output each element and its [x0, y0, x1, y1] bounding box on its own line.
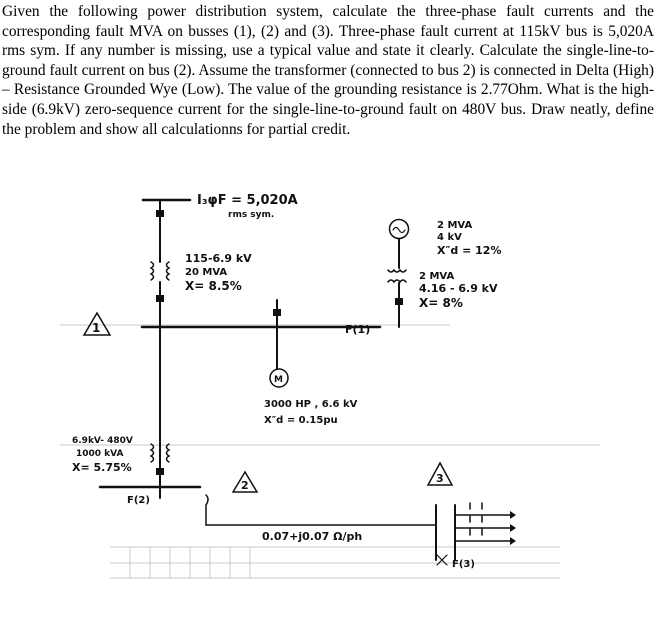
line-impedance-label: 0.07+j0.07 Ω/ph — [262, 530, 362, 543]
source-bus — [141, 198, 192, 263]
t1-rating-kv: 115-6.9 kV — [185, 252, 252, 265]
t2-rating-kv: 4.16 - 6.9 kV — [419, 282, 498, 295]
motor-branch — [269, 299, 289, 388]
bus-2-number: 2 — [241, 479, 249, 492]
generator-branch — [387, 218, 410, 328]
transformer-t1-symbol — [149, 261, 171, 499]
feeder-line — [205, 494, 437, 561]
bus-3-marker: 3 — [426, 461, 454, 486]
transformer-t3-symbol — [98, 443, 202, 489]
motor-symbol: M — [274, 375, 283, 385]
gen-rating-mva: 2 MVA — [437, 220, 472, 231]
fault-1-label: F(1) — [345, 323, 370, 336]
motor-reactance: X″d = 0.15pu — [264, 415, 338, 426]
fault-3-label: F(3) — [452, 559, 475, 570]
fault-2-label: F(2) — [127, 495, 150, 506]
t2-rating-mva: 2 MVA — [419, 271, 454, 282]
source-rms-label: rms sym. — [228, 210, 274, 220]
bus-1-number: 1 — [92, 321, 100, 335]
bus-1-marker: 1 — [82, 311, 112, 336]
t1-rating-mva: 20 MVA — [185, 267, 227, 278]
problem-statement: Given the following power distribution s… — [2, 3, 654, 138]
bus-2-marker: 2 — [231, 470, 259, 493]
t2-reactance: X= 8% — [419, 296, 463, 310]
source-fault-current-label: I₃φF = 5,020A — [197, 193, 298, 208]
gen-reactance: X″d = 12% — [437, 244, 501, 257]
motor-rating: 3000 HP , 6.6 kV — [264, 399, 358, 410]
background-grid — [60, 324, 600, 579]
bus-3-loads — [436, 502, 516, 566]
gen-rating-kv: 4 kV — [437, 232, 462, 243]
t3-rating-kva: 1000 kVA — [76, 449, 124, 459]
t3-rating-kv: 6.9kV- 480V — [72, 436, 133, 446]
t1-reactance: X= 8.5% — [185, 279, 242, 293]
bus-3-number: 3 — [436, 472, 444, 485]
t3-reactance: X= 5.75% — [72, 461, 132, 474]
